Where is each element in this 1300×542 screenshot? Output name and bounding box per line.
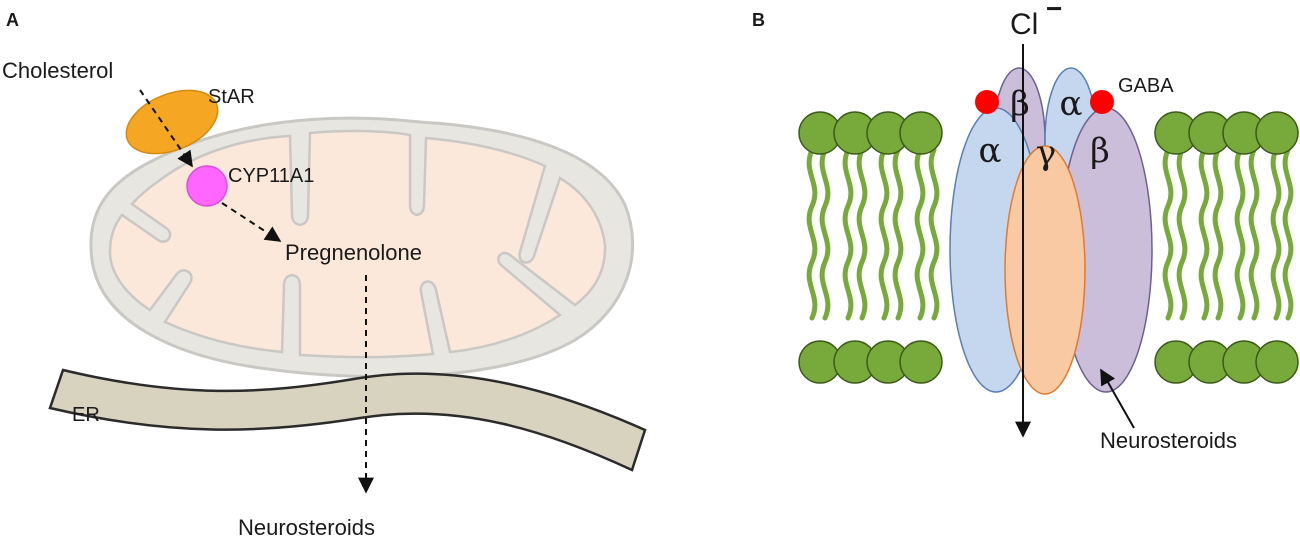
gamma-label: γ: [1036, 133, 1056, 173]
lipid-heads-right-top: [1154, 111, 1299, 155]
cyp11a1-label: CYP11A1: [228, 165, 314, 187]
panel-b: B: [752, 0, 1299, 453]
beta-top-label: β: [1010, 84, 1030, 124]
neurosteroids-pointer-arrow: [1100, 368, 1135, 429]
lipid-bilayer-right: [1162, 147, 1294, 321]
mitochondrion-matrix: [108, 129, 607, 359]
er-label: ER: [72, 404, 100, 426]
chloride-label: Cl: [1010, 8, 1038, 41]
panel-b-letter: B: [752, 10, 765, 30]
alpha-top-label: α: [1060, 84, 1083, 124]
chloride-charge: −: [1046, 0, 1062, 24]
beta-right-label: β: [1090, 131, 1110, 171]
lipid-heads-left-top: [798, 111, 943, 155]
star-label: StAR: [208, 86, 255, 108]
star-protein: [125, 89, 219, 155]
lipid-heads-right-bottom: [1154, 340, 1299, 384]
gaba-binding-site-right: [1090, 90, 1114, 114]
gaba-label: GABA: [1118, 75, 1174, 97]
panel-a-letter: A: [6, 10, 19, 30]
gaba-binding-site-left: [975, 90, 999, 114]
neurosteroids-label-b: Neurosteroids: [1100, 428, 1237, 453]
neurosteroids-label-a: Neurosteroids: [238, 515, 375, 540]
arrow-cyp-to-pregnenolone: [221, 202, 282, 242]
subunit-gamma: [1004, 145, 1086, 395]
lipid-heads-left-bottom: [798, 340, 943, 384]
alpha-left-label: α: [979, 131, 1002, 171]
arrow-cholesterol-to-cyp: [139, 89, 193, 168]
cholesterol-label: Cholesterol: [2, 58, 113, 83]
pregnenolone-label: Pregnenolone: [285, 240, 422, 265]
er-membrane: [48, 368, 647, 472]
panel-a: A ER StAR CYP11A1 Cholesterol Pregnenolo…: [2, 10, 647, 540]
cyp11a1-enzyme: [186, 165, 228, 207]
lipid-bilayer-left: [806, 147, 940, 321]
